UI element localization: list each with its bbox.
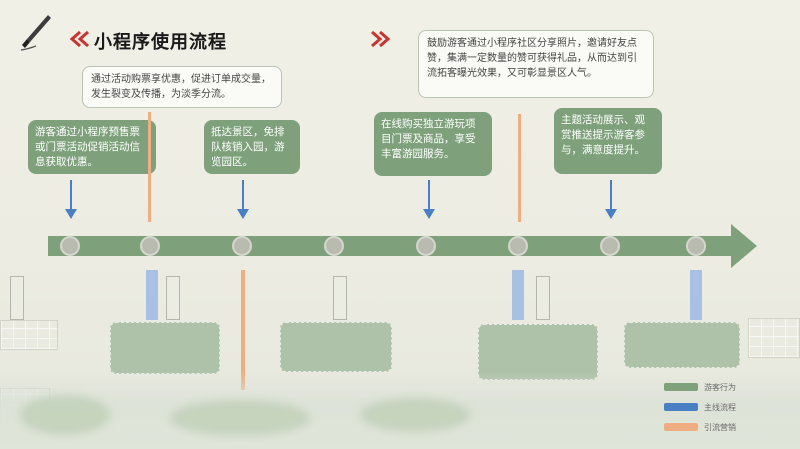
step-box-4: 主题活动展示、观赏推送提示游客参与，满意度提升。: [554, 108, 662, 174]
timeline-arrowhead: [731, 224, 757, 268]
chevron-double-left-icon: [69, 30, 89, 48]
connector-orange-2: [518, 114, 521, 222]
legend-swatch-blue: [664, 403, 698, 411]
chevron-double-right-icon: [371, 30, 391, 48]
stub-outline-1: [166, 276, 180, 320]
brush-icon: [20, 15, 51, 51]
watercolor-blot-1: [20, 395, 110, 435]
grid-decoration-left: [0, 320, 58, 350]
stub-blue-3: [690, 270, 702, 320]
lower-panel-1: [110, 322, 220, 374]
legend-label: 游客行为: [704, 382, 736, 392]
legend-item-2: 主线流程: [664, 400, 772, 414]
stub-outline-4: [10, 276, 24, 320]
timeline-node-7: [600, 236, 620, 256]
stub-orange-1: [241, 270, 245, 390]
legend-item-3: 引流营销: [664, 420, 772, 434]
arrow-down-1: [65, 180, 77, 219]
note-photo-sharing: 鼓励游客通过小程序社区分享照片，邀请好友点赞，集满一定数量的赞可获得礼品，从而达…: [418, 30, 654, 98]
stub-blue-1: [146, 270, 158, 320]
arrow-down-3: [423, 180, 435, 219]
lower-panel-4: [624, 322, 740, 368]
timeline-node-4: [324, 236, 344, 256]
legend-swatch-green: [664, 383, 698, 391]
arrow-down-2: [237, 180, 249, 219]
stub-outline-2: [333, 276, 347, 320]
step-box-3: 在线购买独立游玩项目门票及商品，享受丰富游园服务。: [374, 112, 492, 176]
timeline-node-2: [140, 236, 160, 256]
step-box-1: 游客通过小程序预售票或门票活动促销活动信息获取优惠。: [28, 120, 156, 174]
page-title: 小程序使用流程: [94, 32, 227, 53]
legend-label: 主线流程: [704, 402, 736, 412]
legend-item-1: 游客行为: [664, 380, 772, 394]
legend-label: 引流营销: [704, 422, 736, 432]
lower-panel-3: [478, 324, 598, 380]
note-ticket-promotion: 通过活动购票享优惠，促进订单成交量，发生裂变及传播，为淡季分流。: [82, 66, 282, 108]
timeline-node-3: [232, 236, 252, 256]
watercolor-blot-2: [170, 400, 310, 436]
timeline-node-1: [60, 236, 80, 256]
step-box-2: 抵达景区，免排队核销入园，游览园区。: [204, 120, 300, 174]
arrow-down-4: [605, 180, 617, 219]
lower-panel-2: [280, 322, 392, 372]
stub-blue-2: [512, 270, 524, 320]
timeline-node-6: [508, 236, 528, 256]
timeline-node-5: [416, 236, 436, 256]
timeline-node-8: [686, 236, 706, 256]
legend-swatch-orange: [664, 423, 698, 431]
connector-orange-1: [148, 112, 151, 222]
grid-decoration-right: [748, 318, 800, 358]
stub-outline-3: [536, 276, 550, 320]
timeline-bar: [48, 236, 733, 256]
watercolor-blot-3: [360, 398, 470, 432]
